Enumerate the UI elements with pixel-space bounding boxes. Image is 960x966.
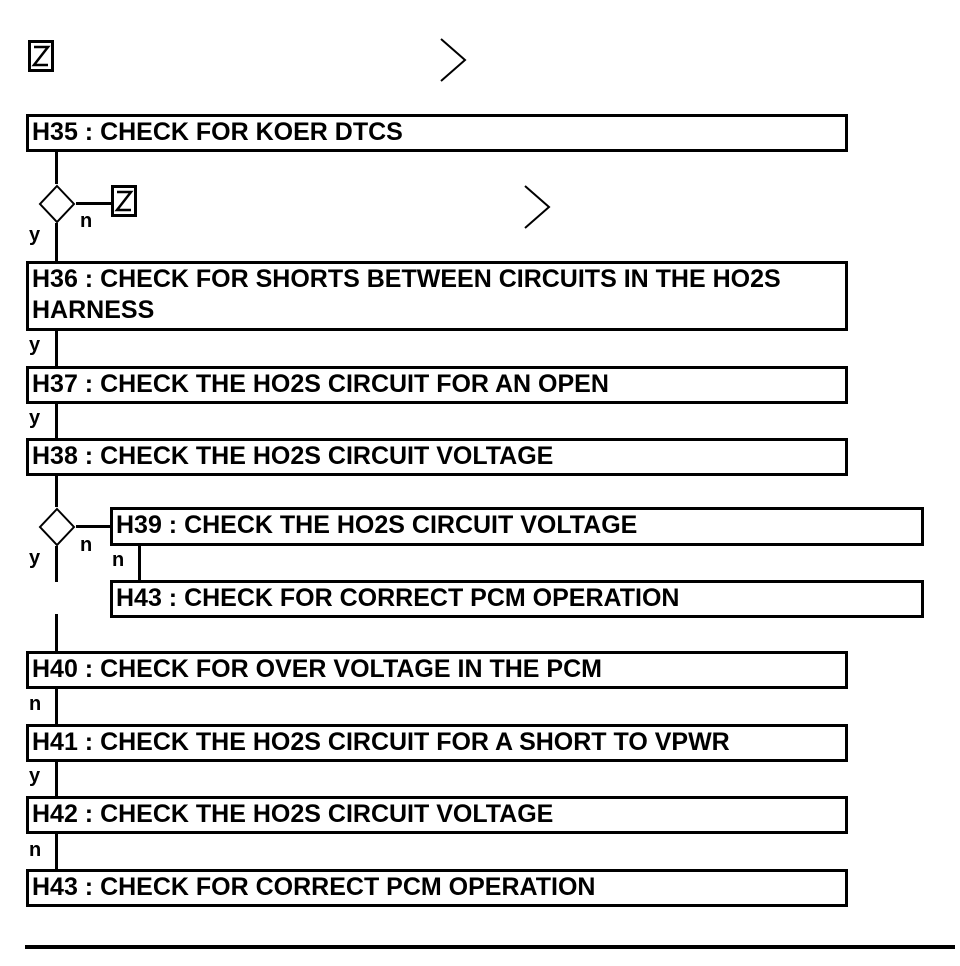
- connector-line: [55, 152, 58, 184]
- connector-line: [55, 223, 58, 262]
- connector-line: [76, 525, 112, 528]
- zoom-box-icon[interactable]: [111, 185, 137, 217]
- step-h40[interactable]: H40 : CHECK FOR OVER VOLTAGE IN THE PCM: [26, 651, 848, 689]
- connector-line: [55, 762, 58, 797]
- step-h39[interactable]: H39 : CHECK THE HO2S CIRCUIT VOLTAGE: [110, 507, 924, 546]
- step-h43-branch[interactable]: H43 : CHECK FOR CORRECT PCM OPERATION: [110, 580, 924, 618]
- branch-label-y: y: [29, 224, 41, 246]
- step-h42[interactable]: H42 : CHECK THE HO2S CIRCUIT VOLTAGE: [26, 796, 848, 834]
- connector-line: [55, 834, 58, 869]
- connector-line: [55, 331, 58, 366]
- connector-line: [55, 614, 58, 652]
- branch-label-y: y: [29, 547, 41, 569]
- chevron-right-icon[interactable]: [438, 37, 468, 83]
- step-h38[interactable]: H38 : CHECK THE HO2S CIRCUIT VOLTAGE: [26, 438, 848, 476]
- step-h37[interactable]: H37 : CHECK THE HO2S CIRCUIT FOR AN OPEN: [26, 366, 848, 404]
- connector-line: [55, 546, 58, 582]
- connector-line: [55, 476, 58, 507]
- branch-label-n: n: [29, 839, 42, 861]
- branch-label-y: y: [29, 334, 41, 356]
- step-h43-final[interactable]: H43 : CHECK FOR CORRECT PCM OPERATION: [26, 869, 848, 907]
- branch-label-n: n: [80, 210, 93, 232]
- connector-line: [55, 689, 58, 725]
- branch-label-y: y: [29, 765, 41, 787]
- zoom-box-icon[interactable]: [28, 40, 54, 72]
- decision-diamond: [38, 184, 76, 224]
- connector-line: [55, 404, 58, 439]
- chevron-right-icon[interactable]: [522, 184, 552, 230]
- branch-label-n: n: [112, 549, 125, 571]
- connector-line: [76, 202, 112, 205]
- branch-label-n: n: [29, 693, 42, 715]
- decision-diamond: [38, 507, 76, 547]
- connector-line: [138, 546, 141, 581]
- divider: [25, 945, 955, 949]
- step-h41[interactable]: H41 : CHECK THE HO2S CIRCUIT FOR A SHORT…: [26, 724, 848, 762]
- branch-label-n: n: [80, 534, 93, 556]
- branch-label-y: y: [29, 407, 41, 429]
- step-h36[interactable]: H36 : CHECK FOR SHORTS BETWEEN CIRCUITS …: [26, 261, 848, 331]
- step-h35[interactable]: H35 : CHECK FOR KOER DTCS: [26, 114, 848, 152]
